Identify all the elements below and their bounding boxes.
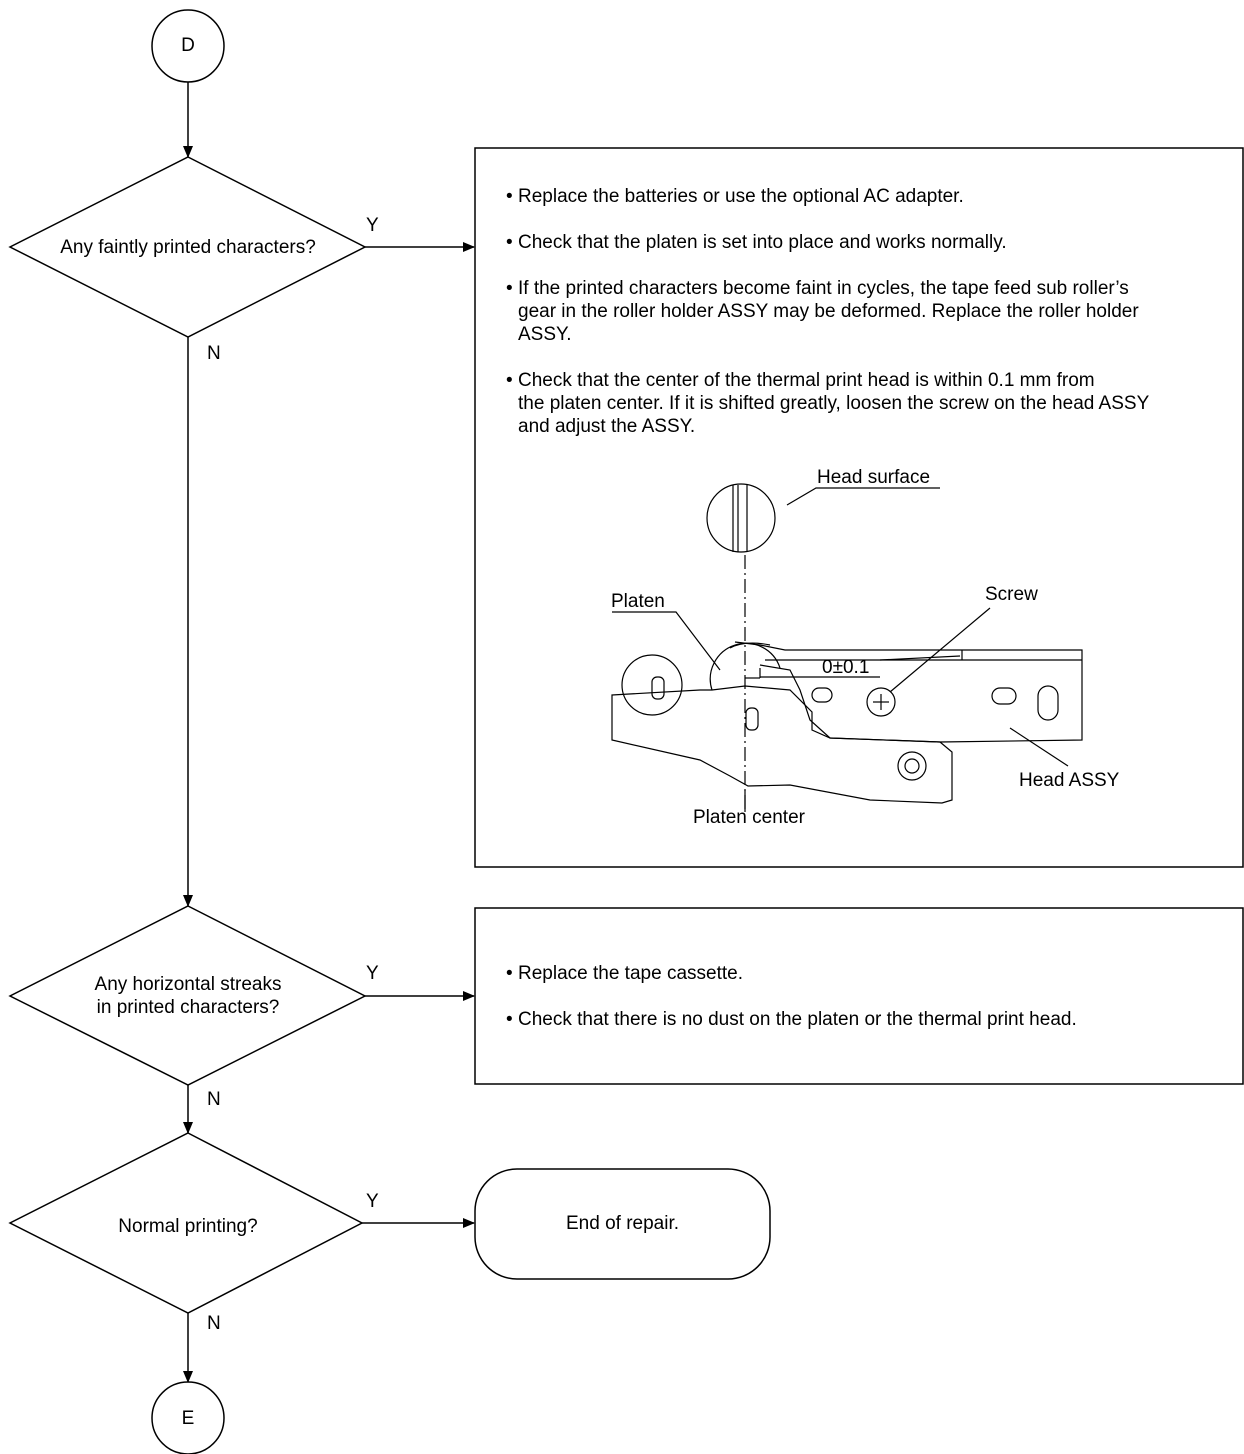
head-alignment-figure [611, 483, 1083, 812]
box-1-item-4: Check that the center of the thermal pri… [506, 369, 1236, 438]
connector-e-circle [151, 1381, 225, 1454]
platen-label: Platen [611, 591, 665, 612]
terminal-end-text: End of repair. [565, 1213, 680, 1234]
decision-2-yes-label: Y [366, 963, 379, 984]
box-1-item-3: If the printed characters become faint i… [506, 277, 1236, 346]
box-1-item-1: Replace the batteries or use the optiona… [506, 185, 1236, 208]
platen-center-label: Platen center [693, 807, 805, 828]
instruction-box-1 [474, 147, 1244, 868]
head-surface-detail [706, 483, 776, 553]
roller-holder-plate [611, 685, 953, 804]
decision-2-no-label: N [207, 1089, 221, 1110]
decision-2-text-line1: Any horizontal streaks [94, 974, 282, 995]
tolerance-label: 0±0.1 [822, 657, 870, 678]
connector-e-label: E [181, 1408, 195, 1429]
decision-3-no-label: N [207, 1313, 221, 1334]
screw-label: Screw [985, 584, 1038, 605]
decision-1-yes-label: Y [366, 215, 379, 236]
head-assy-label: Head ASSY [1019, 770, 1120, 791]
decision-3-text: Normal printing? [118, 1216, 258, 1237]
instruction-box-2 [474, 907, 1244, 1085]
decision-3-yes-label: Y [366, 1191, 379, 1212]
head-surface-label: Head surface [817, 467, 931, 488]
box-1-instructions: Replace the batteries or use the optiona… [506, 185, 1236, 438]
box-1-item-2: Check that the platen is set into place … [506, 231, 1236, 254]
decision-2-text-line2: in printed characters? [96, 997, 280, 1018]
terminal-end-shape [474, 1168, 771, 1280]
box-2-item-2: Check that there is no dust on the plate… [506, 1008, 1236, 1031]
decision-1-text: Any faintly printed characters? [60, 237, 316, 258]
head-assy-leader [1009, 727, 1069, 767]
head-assy-plate [734, 641, 1083, 743]
connector-d-label: D [181, 35, 195, 56]
box-2-item-1: Replace the tape cassette. [506, 962, 1236, 985]
box-2-instructions: Replace the tape cassette. Check that th… [506, 962, 1236, 1031]
screw-leader [889, 607, 991, 693]
screw-shape [866, 687, 896, 717]
decision-1-no-label: N [207, 343, 221, 364]
platen-leader [612, 611, 721, 671]
